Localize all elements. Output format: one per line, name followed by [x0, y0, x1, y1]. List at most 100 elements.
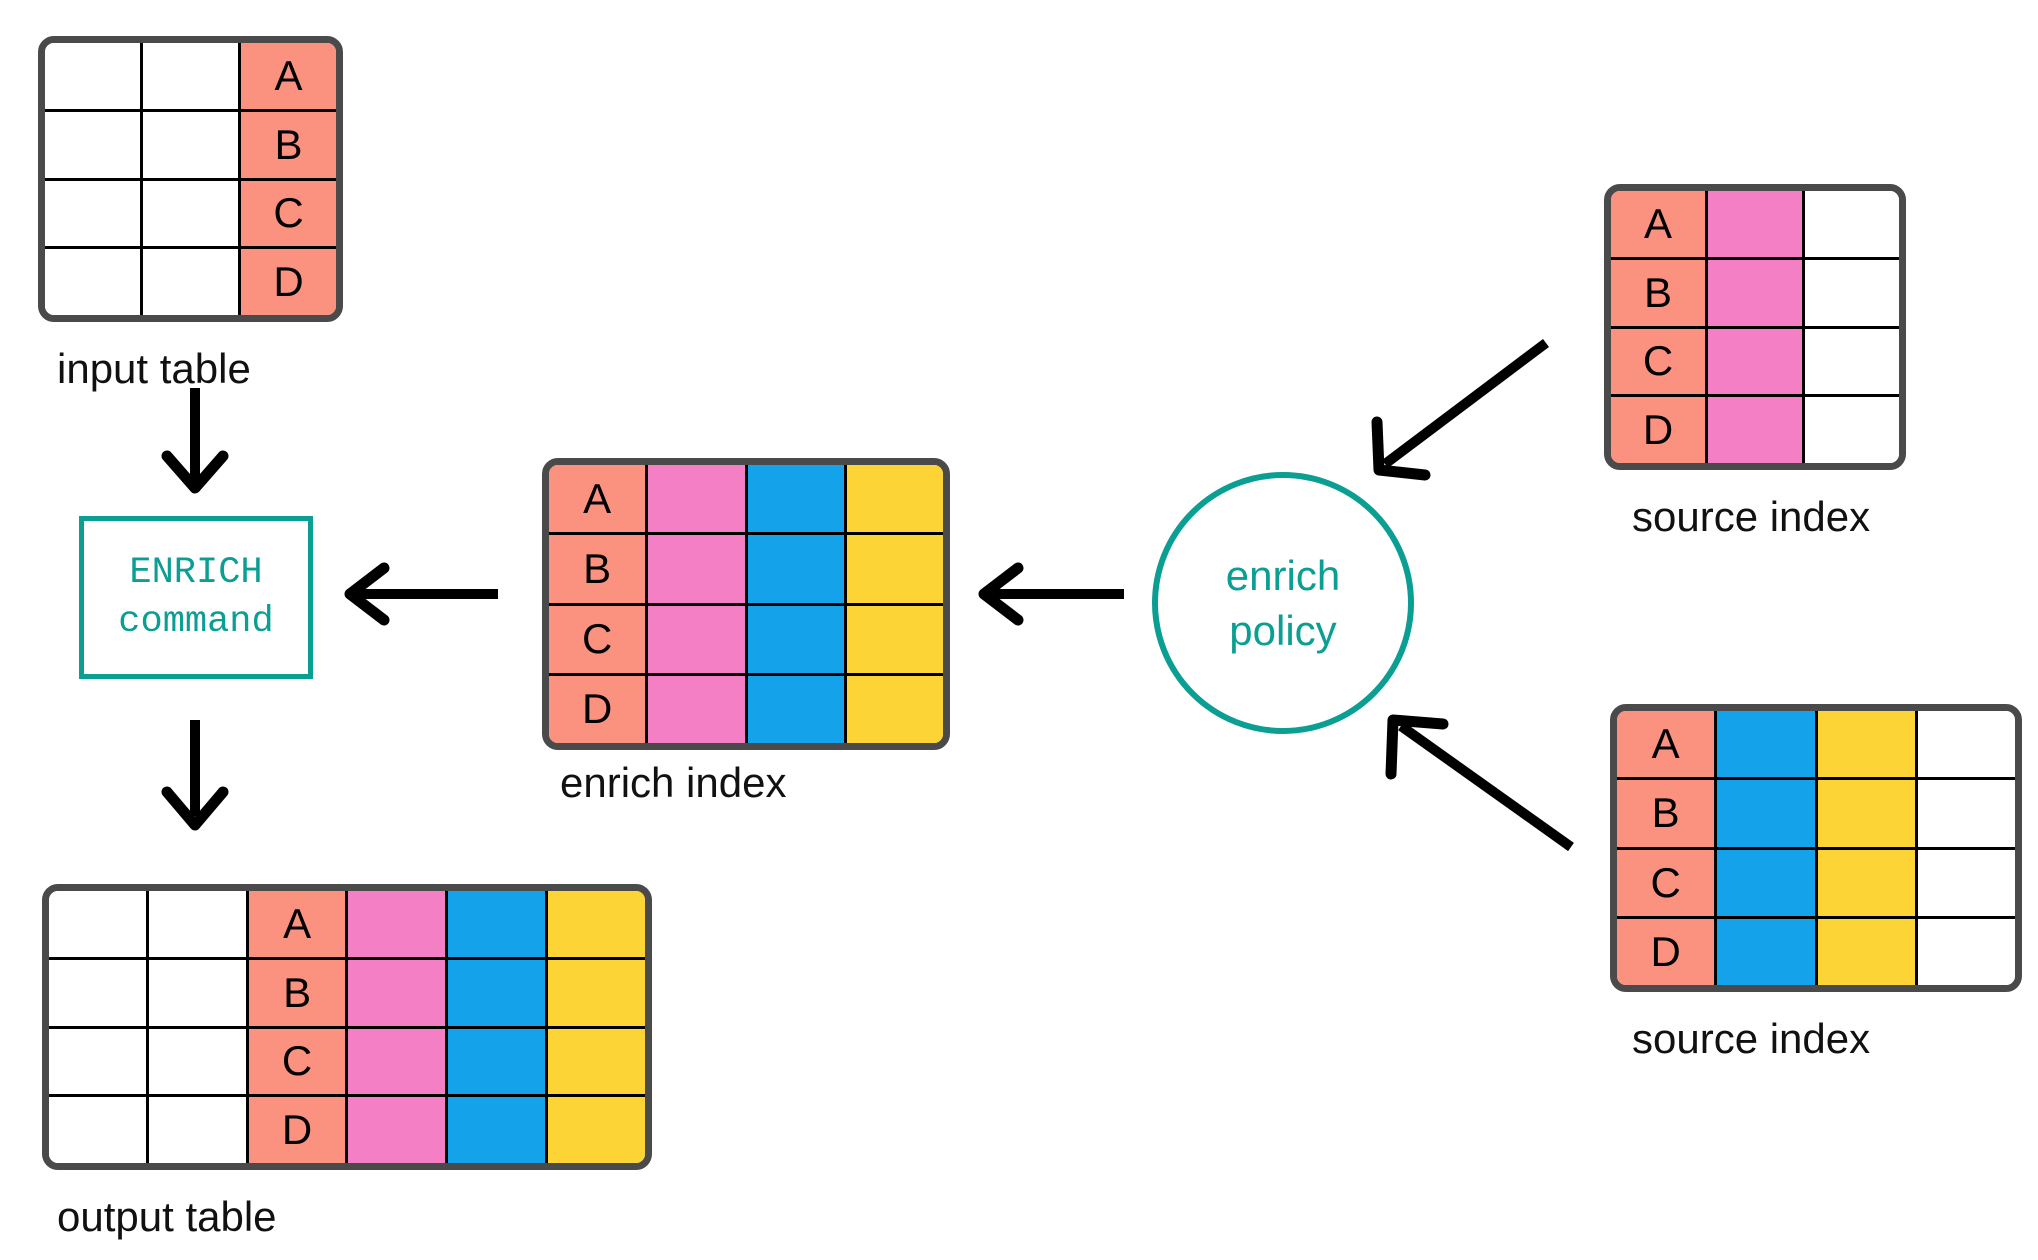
source-index-top-cell: D	[1611, 397, 1708, 463]
enrich-policy-line2: policy	[1229, 607, 1337, 654]
source-index-bottom-cell	[1917, 780, 2015, 847]
enrich-index-cell: C	[549, 605, 649, 673]
source-index-bottom-cell	[1717, 711, 1818, 778]
output-table-cell	[548, 1028, 645, 1095]
source-index-top-cell	[1708, 191, 1805, 257]
output-table-row: A	[49, 891, 645, 960]
input-table-cell: B	[241, 111, 336, 178]
source-index-bottom-cell	[1917, 849, 2015, 916]
arrow-source-top-to-policy	[1371, 339, 1550, 481]
output-table-cell	[49, 959, 149, 1026]
source-index-bottom-cell: A	[1617, 711, 1718, 778]
enrich-index-cell: A	[549, 465, 649, 533]
enrich-index-cell	[648, 535, 748, 603]
enrich-index-cell	[747, 605, 847, 673]
source-index-top-cell: B	[1611, 259, 1708, 326]
output-table-cell	[448, 891, 549, 957]
output-table-cell	[49, 1028, 149, 1095]
input-table-cell: A	[241, 43, 336, 109]
enrich-policy-circle[interactable]: enrich policy	[1152, 472, 1414, 734]
output-table-row: D	[49, 1097, 645, 1163]
enrich-index-cell	[747, 465, 847, 533]
input-table-cell	[45, 111, 143, 178]
source-index-bottom-row: A	[1617, 711, 2015, 781]
source-index-bottom-cell: D	[1617, 918, 1718, 985]
input-table-row: D	[45, 249, 336, 315]
source-index-bottom-cell: B	[1617, 780, 1718, 847]
enrich-index-cell	[846, 535, 943, 603]
input-table-caption: input table	[57, 345, 251, 392]
output-table-cell	[448, 1028, 549, 1095]
enrich-index-cell	[747, 675, 847, 743]
input-table-cell	[143, 180, 241, 247]
input-table-cell	[45, 249, 143, 315]
enrich-index-cell	[747, 535, 847, 603]
enrich-index-cell	[648, 465, 748, 533]
source-index-top-row: D	[1611, 397, 1899, 463]
enrich-index-row: D	[549, 675, 943, 743]
source-index-bottom-row: B	[1617, 780, 2015, 850]
enrich-index-row: B	[549, 535, 943, 606]
arrow-enrich-index-to-command	[344, 562, 498, 626]
input-table-row: A	[45, 43, 336, 112]
source-index-bottom-cell	[1817, 711, 1918, 778]
input-table-row: C	[45, 180, 336, 250]
arrow-source-bottom-to-policy	[1385, 714, 1574, 852]
source-index-bottom-cell	[1717, 849, 1818, 916]
enrich-index-cell	[846, 465, 943, 533]
enrich-policy-line1: enrich	[1225, 551, 1341, 599]
input-table-cell	[143, 111, 241, 178]
output-table-cell: C	[248, 1028, 349, 1095]
output-table-cell	[348, 1097, 449, 1163]
output-table-cell	[548, 1097, 645, 1163]
source-index-bottom-cell: C	[1617, 849, 1718, 916]
enrich-index-cell	[648, 605, 748, 673]
source-index-top-cell	[1708, 328, 1805, 395]
source-index-bottom-cell	[1817, 849, 1918, 916]
output-table-cell: D	[248, 1097, 349, 1163]
source-index-top-caption: source index	[1632, 493, 1871, 540]
source-index-top-cell	[1708, 397, 1805, 463]
enrich-command-line2: command	[118, 600, 274, 643]
output-table-row: C	[49, 1028, 645, 1098]
output-table-cell	[148, 1097, 249, 1163]
arrow-policy-to-enrich-index	[978, 562, 1124, 626]
enrich-index-cell	[846, 675, 943, 743]
source-index-top-cell: C	[1611, 328, 1708, 395]
source-index-bottom-row: D	[1617, 918, 2015, 985]
enrich-index-row: C	[549, 605, 943, 676]
source-index-top-row: B	[1611, 259, 1899, 329]
source-index-bottom-cell	[1917, 711, 2015, 778]
enrich-index-row: A	[549, 465, 943, 536]
enrich-index-cell	[846, 605, 943, 673]
source-index-bottom-cell	[1917, 918, 2015, 985]
input-table-cell: C	[241, 180, 336, 247]
input-table-cell	[143, 43, 241, 109]
output-table-cell: A	[248, 891, 349, 957]
source-index-top-cell	[1805, 328, 1899, 395]
source-index-top-row: C	[1611, 328, 1899, 398]
source-index-bottom-cell	[1717, 918, 1818, 985]
enrich-command-box[interactable]: ENRICH command	[79, 516, 313, 679]
source-index-bottom-cell	[1817, 918, 1918, 985]
source-index-bottom-row: C	[1617, 849, 2015, 919]
enrich-index-cell	[648, 675, 748, 743]
output-table-cell: B	[248, 959, 349, 1026]
output-table-cell	[148, 891, 249, 957]
enrich-command-line1: ENRICH	[129, 551, 263, 594]
output-table-cell	[548, 959, 645, 1026]
enrich-index-cell: B	[549, 535, 649, 603]
output-table-cell	[148, 959, 249, 1026]
source-index-top-row: A	[1611, 191, 1899, 260]
arrow-command-to-output	[161, 720, 229, 831]
input-table-cell	[143, 249, 241, 315]
output-table-cell	[348, 959, 449, 1026]
output-table-caption: output table	[57, 1193, 277, 1240]
source-index-top-cell	[1805, 191, 1899, 257]
output-table-cell	[448, 959, 549, 1026]
